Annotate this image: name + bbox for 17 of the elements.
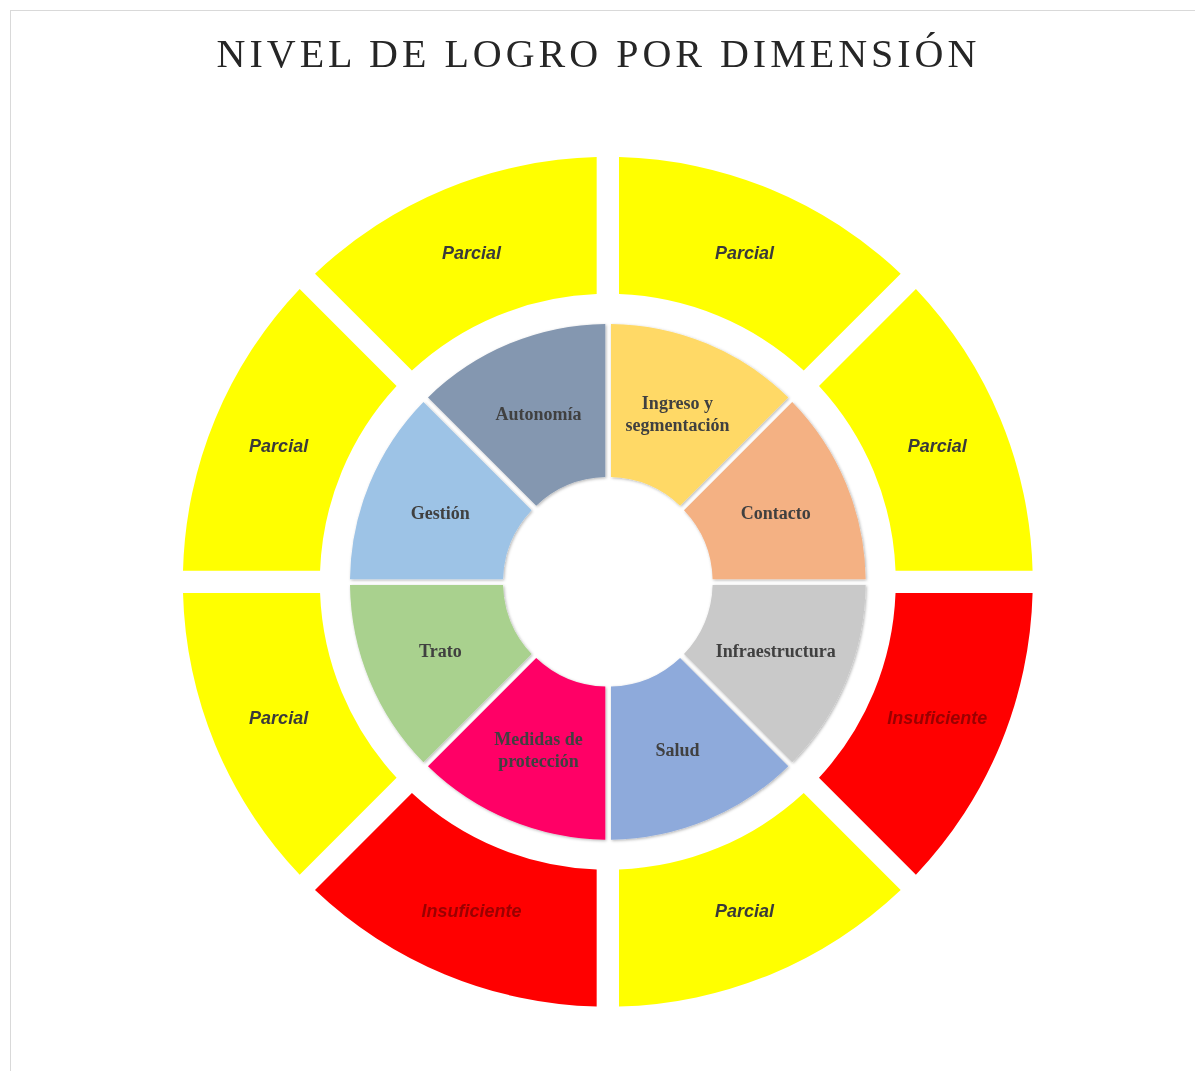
- level-label: Parcial: [714, 242, 774, 264]
- dimension-label: Trato: [418, 640, 463, 663]
- dimension-label: Infraestructura: [714, 640, 837, 663]
- level-label: Insuficiente: [421, 900, 522, 922]
- level-label: Parcial: [249, 435, 309, 457]
- level-label: Parcial: [714, 900, 774, 922]
- dimension-label: Gestión: [409, 501, 471, 524]
- level-label: Parcial: [442, 242, 502, 264]
- level-label: Parcial: [907, 435, 967, 457]
- dimension-label: Autonomía: [494, 403, 583, 426]
- level-label: Insuficiente: [887, 707, 988, 729]
- dimension-label: Contacto: [739, 501, 812, 524]
- diagram-title: NIVEL DE LOGRO POR DIMENSIÓN: [215, 30, 982, 77]
- level-label: Parcial: [249, 707, 309, 729]
- dimension-label: Medidas de protección: [493, 727, 584, 772]
- dimension-label: Salud: [654, 738, 701, 761]
- dimension-label: Ingreso y segmentación: [624, 392, 731, 437]
